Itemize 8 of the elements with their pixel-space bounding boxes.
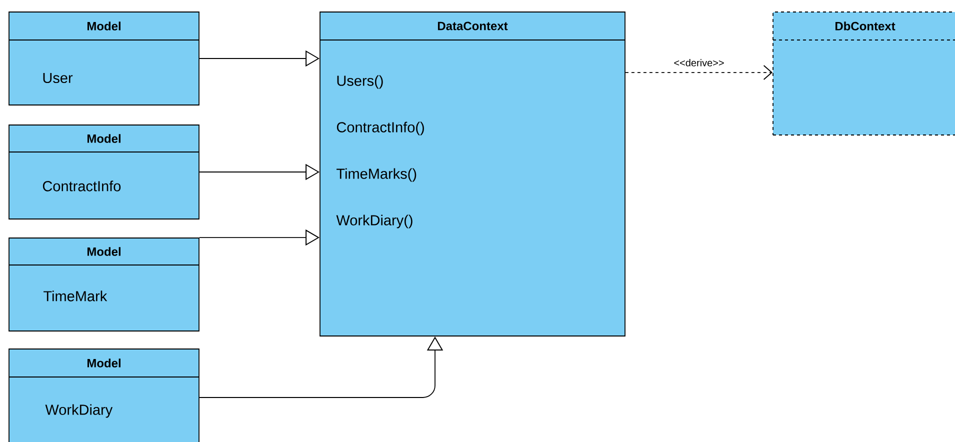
arrow	[625, 65, 773, 80]
class-box: DbContext	[772, 12, 955, 136]
class-box: Model WorkDiary	[8, 348, 200, 442]
edge-label: <<derive>>	[672, 58, 726, 68]
class-box: DataContext Users() ContractInfo() TimeMarks() WorkDiary()	[320, 12, 626, 336]
class-box: Model User	[8, 12, 200, 106]
class-box: Model ContractInfo	[8, 124, 200, 220]
class-box: Model TimeMark	[8, 238, 200, 332]
